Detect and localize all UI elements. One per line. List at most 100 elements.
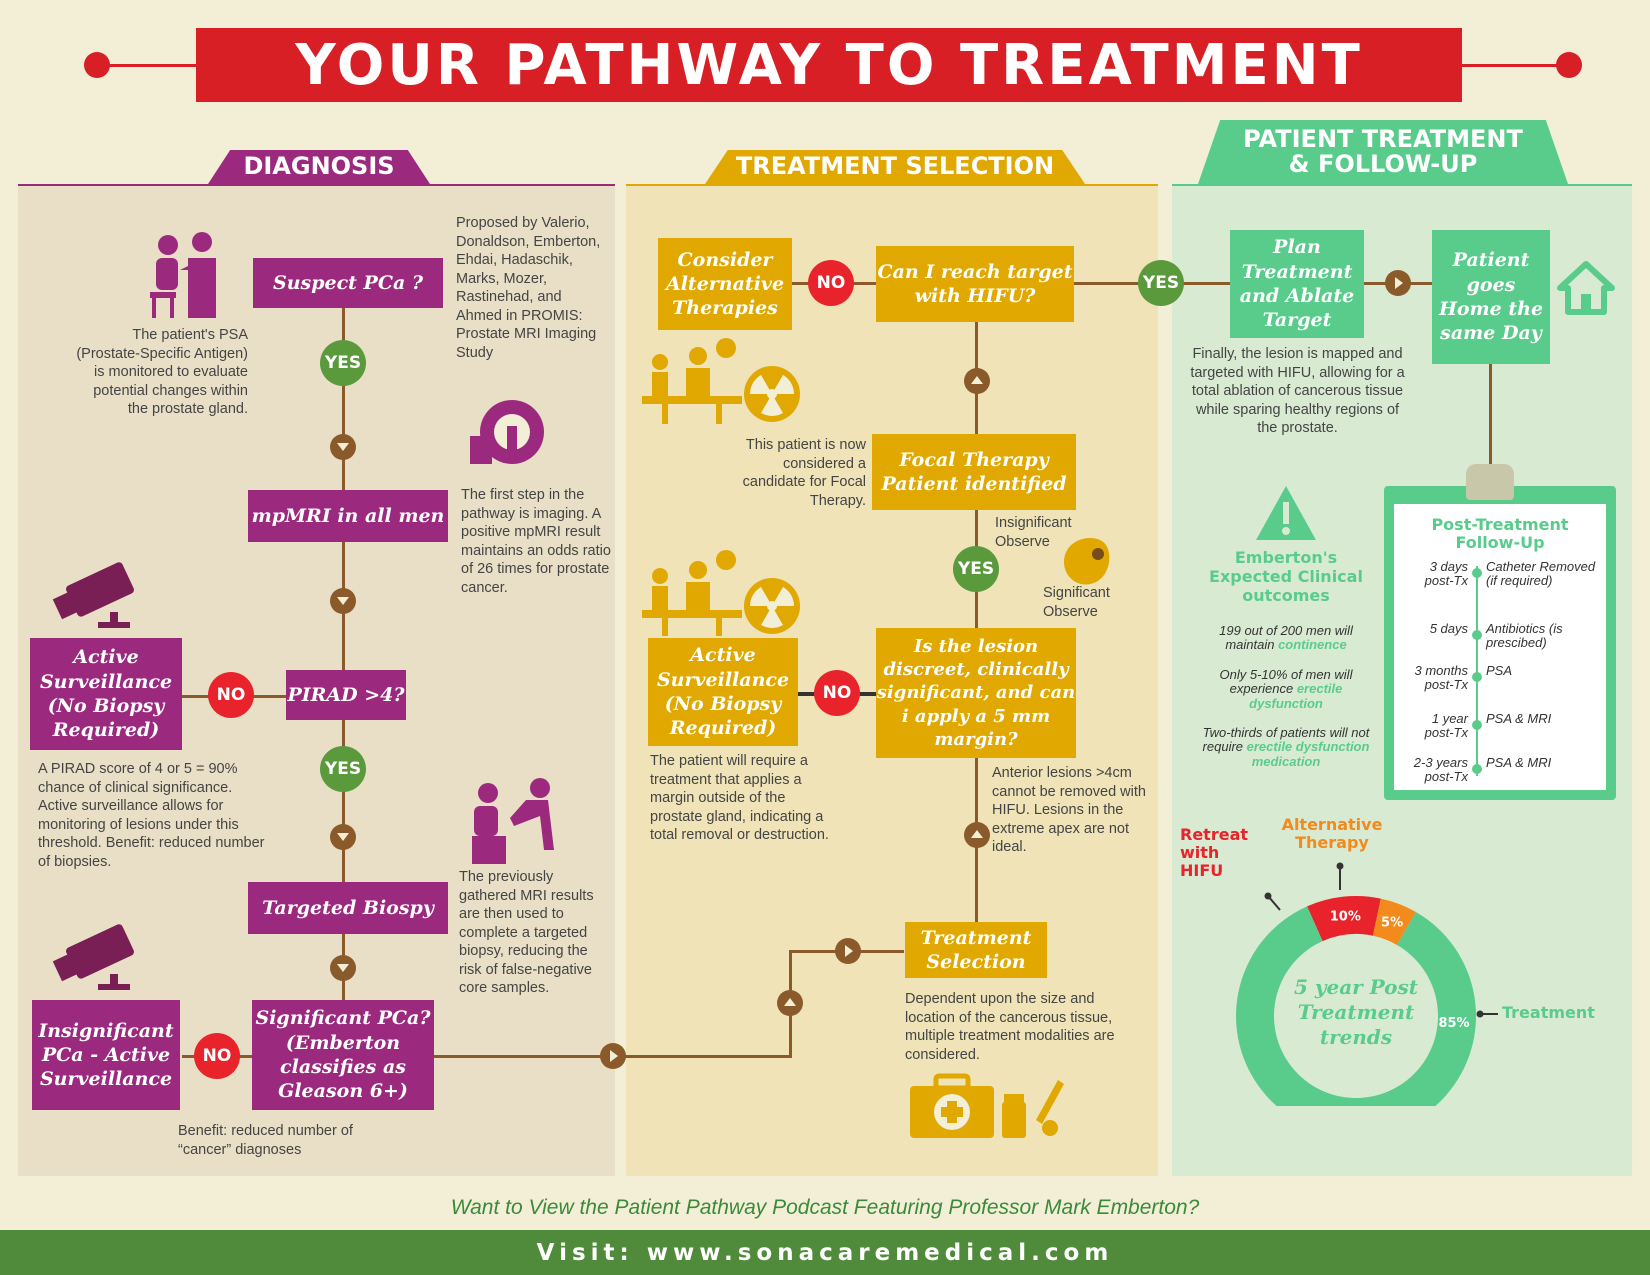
follow-up-dot-2	[1472, 672, 1482, 682]
title-right-dot	[1556, 52, 1582, 78]
no-badge-pirad: NO	[208, 672, 254, 718]
consider-alternative-box: Consider Alternative Therapies	[658, 238, 792, 330]
slice-2	[1372, 898, 1416, 945]
treatment-selection-tab: TREATMENT SELECTION	[705, 150, 1085, 184]
clipboard-paper	[1394, 504, 1606, 790]
follow-up-title: Post-Treatment Follow-Up	[1431, 515, 1569, 552]
follow-up-what-3: PSA & MRI	[1486, 711, 1552, 726]
slice-1	[1307, 896, 1381, 942]
patient-home-box: Patient goes Home the same Day	[1432, 230, 1550, 364]
promis-note: Proposed by Valerio, Donaldson, Emberton…	[456, 215, 601, 361]
outcomes-title: Emberton's Expected Clinical outcomes	[1209, 548, 1363, 606]
yes-badge-reach: YES	[1138, 260, 1184, 306]
up-arrow-lesion	[964, 822, 990, 848]
treatment-trends-chart: 10%5%85%5 year PostTreatmenttrendsTreatm…	[1180, 816, 1595, 1106]
mpmri-note: The first step in the pathway is imaging…	[461, 487, 611, 596]
follow-up-when-1: 5 days	[1429, 621, 1468, 636]
yes-badge-focal: YES	[953, 546, 999, 592]
right-arrow-significant	[600, 1043, 626, 1069]
medical-kit-icon	[910, 1073, 1064, 1138]
down-arrow-4	[330, 955, 356, 981]
outcome-continence: 199 out of 200 men will maintain contine…	[1196, 623, 1376, 653]
follow-up-when-0: 3 days post-Tx	[1424, 559, 1468, 589]
warning-icon	[1256, 486, 1316, 540]
follow-up-tab-line2: & FOLLOW-UP	[1288, 150, 1478, 178]
visit-website-link[interactable]: Visit: www.sonacaremedical.com	[0, 1230, 1650, 1275]
can-reach-target-box: Can I reach target with HIFU?	[876, 246, 1074, 322]
follow-up-dot-0	[1472, 568, 1482, 578]
podcast-question: Want to View the Patient Pathway Podcast…	[450, 1196, 1200, 1219]
outcome-ed-text: Only 5-10% of men will experience	[1219, 667, 1353, 697]
outcome-ed: Only 5-10% of men will experience erecti…	[1196, 667, 1376, 711]
right-arrow-home	[1385, 270, 1411, 296]
significant-observe-note: Significant Observe	[1043, 585, 1110, 620]
slice-value-2: 5%	[1381, 916, 1403, 931]
benefit-note: Benefit: reduced number of “cancer” diag…	[178, 1123, 353, 1158]
callout-dot-0	[1476, 1010, 1484, 1018]
chart-title-line-2: trends	[1320, 1025, 1392, 1049]
candidate-note: This patient is now considered a candida…	[742, 437, 866, 509]
outcome-ed-meds-highlight: erectile dysfunction medication	[1246, 739, 1370, 769]
doctor-patient-icon	[150, 232, 216, 318]
title-left-line	[95, 64, 200, 67]
outcome-ed-highlight: erectile dysfunction	[1249, 681, 1343, 711]
surgery-radiation-icon-2	[642, 550, 800, 636]
surgery-radiation-icon-1	[642, 338, 800, 424]
follow-up-dot-4	[1472, 764, 1482, 774]
treatment-selection-box: Treatment Selection	[905, 922, 1047, 978]
follow-up-tab-line1: PATIENT TREATMENT	[1243, 124, 1523, 153]
follow-up-dot-1	[1472, 630, 1482, 640]
down-arrow-1	[330, 434, 356, 460]
doctor-examining-icon	[472, 778, 554, 864]
camera-icon-1	[52, 562, 134, 628]
diagnosis-tab: DIAGNOSIS	[208, 150, 430, 184]
selection-note: Dependent upon the size and location of …	[905, 991, 1115, 1063]
camera-icon-2	[52, 924, 134, 990]
no-badge-reach: NO	[808, 260, 854, 306]
active-surveillance-box: Active Surveillance (No Biopsy Required)	[30, 638, 182, 750]
plan-treatment-box: Plan Treatment and Ablate Target	[1230, 230, 1364, 338]
follow-up-what-1: Antibiotics (is prescibed)	[1486, 621, 1563, 651]
up-arrow-selection	[777, 990, 803, 1016]
slice-0	[1236, 906, 1476, 1106]
treat-vertical-line	[975, 322, 978, 924]
mri-scanner-icon	[470, 400, 544, 464]
diag-vertical-line	[342, 308, 345, 1008]
insignificant-observe-note: Insignificant Observe	[995, 515, 1072, 550]
prostate-icon	[1064, 538, 1110, 585]
title-right-line	[1458, 64, 1568, 67]
psa-note: The patient's PSA (Prostate-Specific Ant…	[76, 327, 248, 418]
page-title: YOUR PATHWAY TO TREATMENT	[196, 28, 1462, 102]
up-arrow-focal	[964, 368, 990, 394]
outcome-continence-text: 199 out of 200 men will maintain	[1219, 623, 1353, 653]
follow-up-tab: PATIENT TREATMENT & FOLLOW-UP	[1198, 120, 1568, 184]
active-surveillance-box-2: Active Surveillance (No Biopsy Required)	[648, 638, 798, 746]
follow-up-when-3: 1 year post-Tx	[1424, 711, 1468, 741]
yes-badge-2: YES	[320, 746, 366, 792]
down-arrow-2	[330, 588, 356, 614]
targeted-biopsy-note: The previously gathered MRI results are …	[459, 869, 594, 997]
follow-up-dot-3	[1472, 720, 1482, 730]
suspect-pca-box: Suspect PCa ?	[253, 258, 443, 308]
anterior-note: Anterior lesions >4cm cannot be removed …	[992, 765, 1146, 856]
outcome-continence-highlight: continence	[1278, 637, 1347, 653]
ablate-note: Finally, the lesion is mapped and target…	[1190, 346, 1405, 437]
focal-therapy-box: Focal Therapy Patient identified	[872, 434, 1076, 510]
yes-badge-1: YES	[320, 340, 366, 386]
no-badge-significant: NO	[194, 1033, 240, 1079]
pirad-note: A PIRAD score of 4 or 5 = 90% chance of …	[38, 761, 265, 870]
down-arrow-3	[330, 824, 356, 850]
home-icon	[1557, 261, 1615, 315]
slice-value-1: 10%	[1330, 910, 1361, 925]
follow-up-what-0: Catheter Removed (if required)	[1486, 559, 1596, 589]
targeted-biopsy-box: Targeted Biospy	[248, 882, 448, 934]
title-left-dot	[84, 52, 110, 78]
follow-up-what-4: PSA & MRI	[1486, 755, 1552, 770]
insignificant-pca-box: Insignificant PCa - Active Surveillance	[32, 1000, 180, 1110]
callout-dot-2	[1336, 862, 1344, 870]
home-clipboard-line	[1489, 364, 1492, 470]
significant-pca-box: Significant PCa? (Emberton classifies as…	[252, 1000, 434, 1110]
no-badge-lesion: NO	[814, 670, 860, 716]
